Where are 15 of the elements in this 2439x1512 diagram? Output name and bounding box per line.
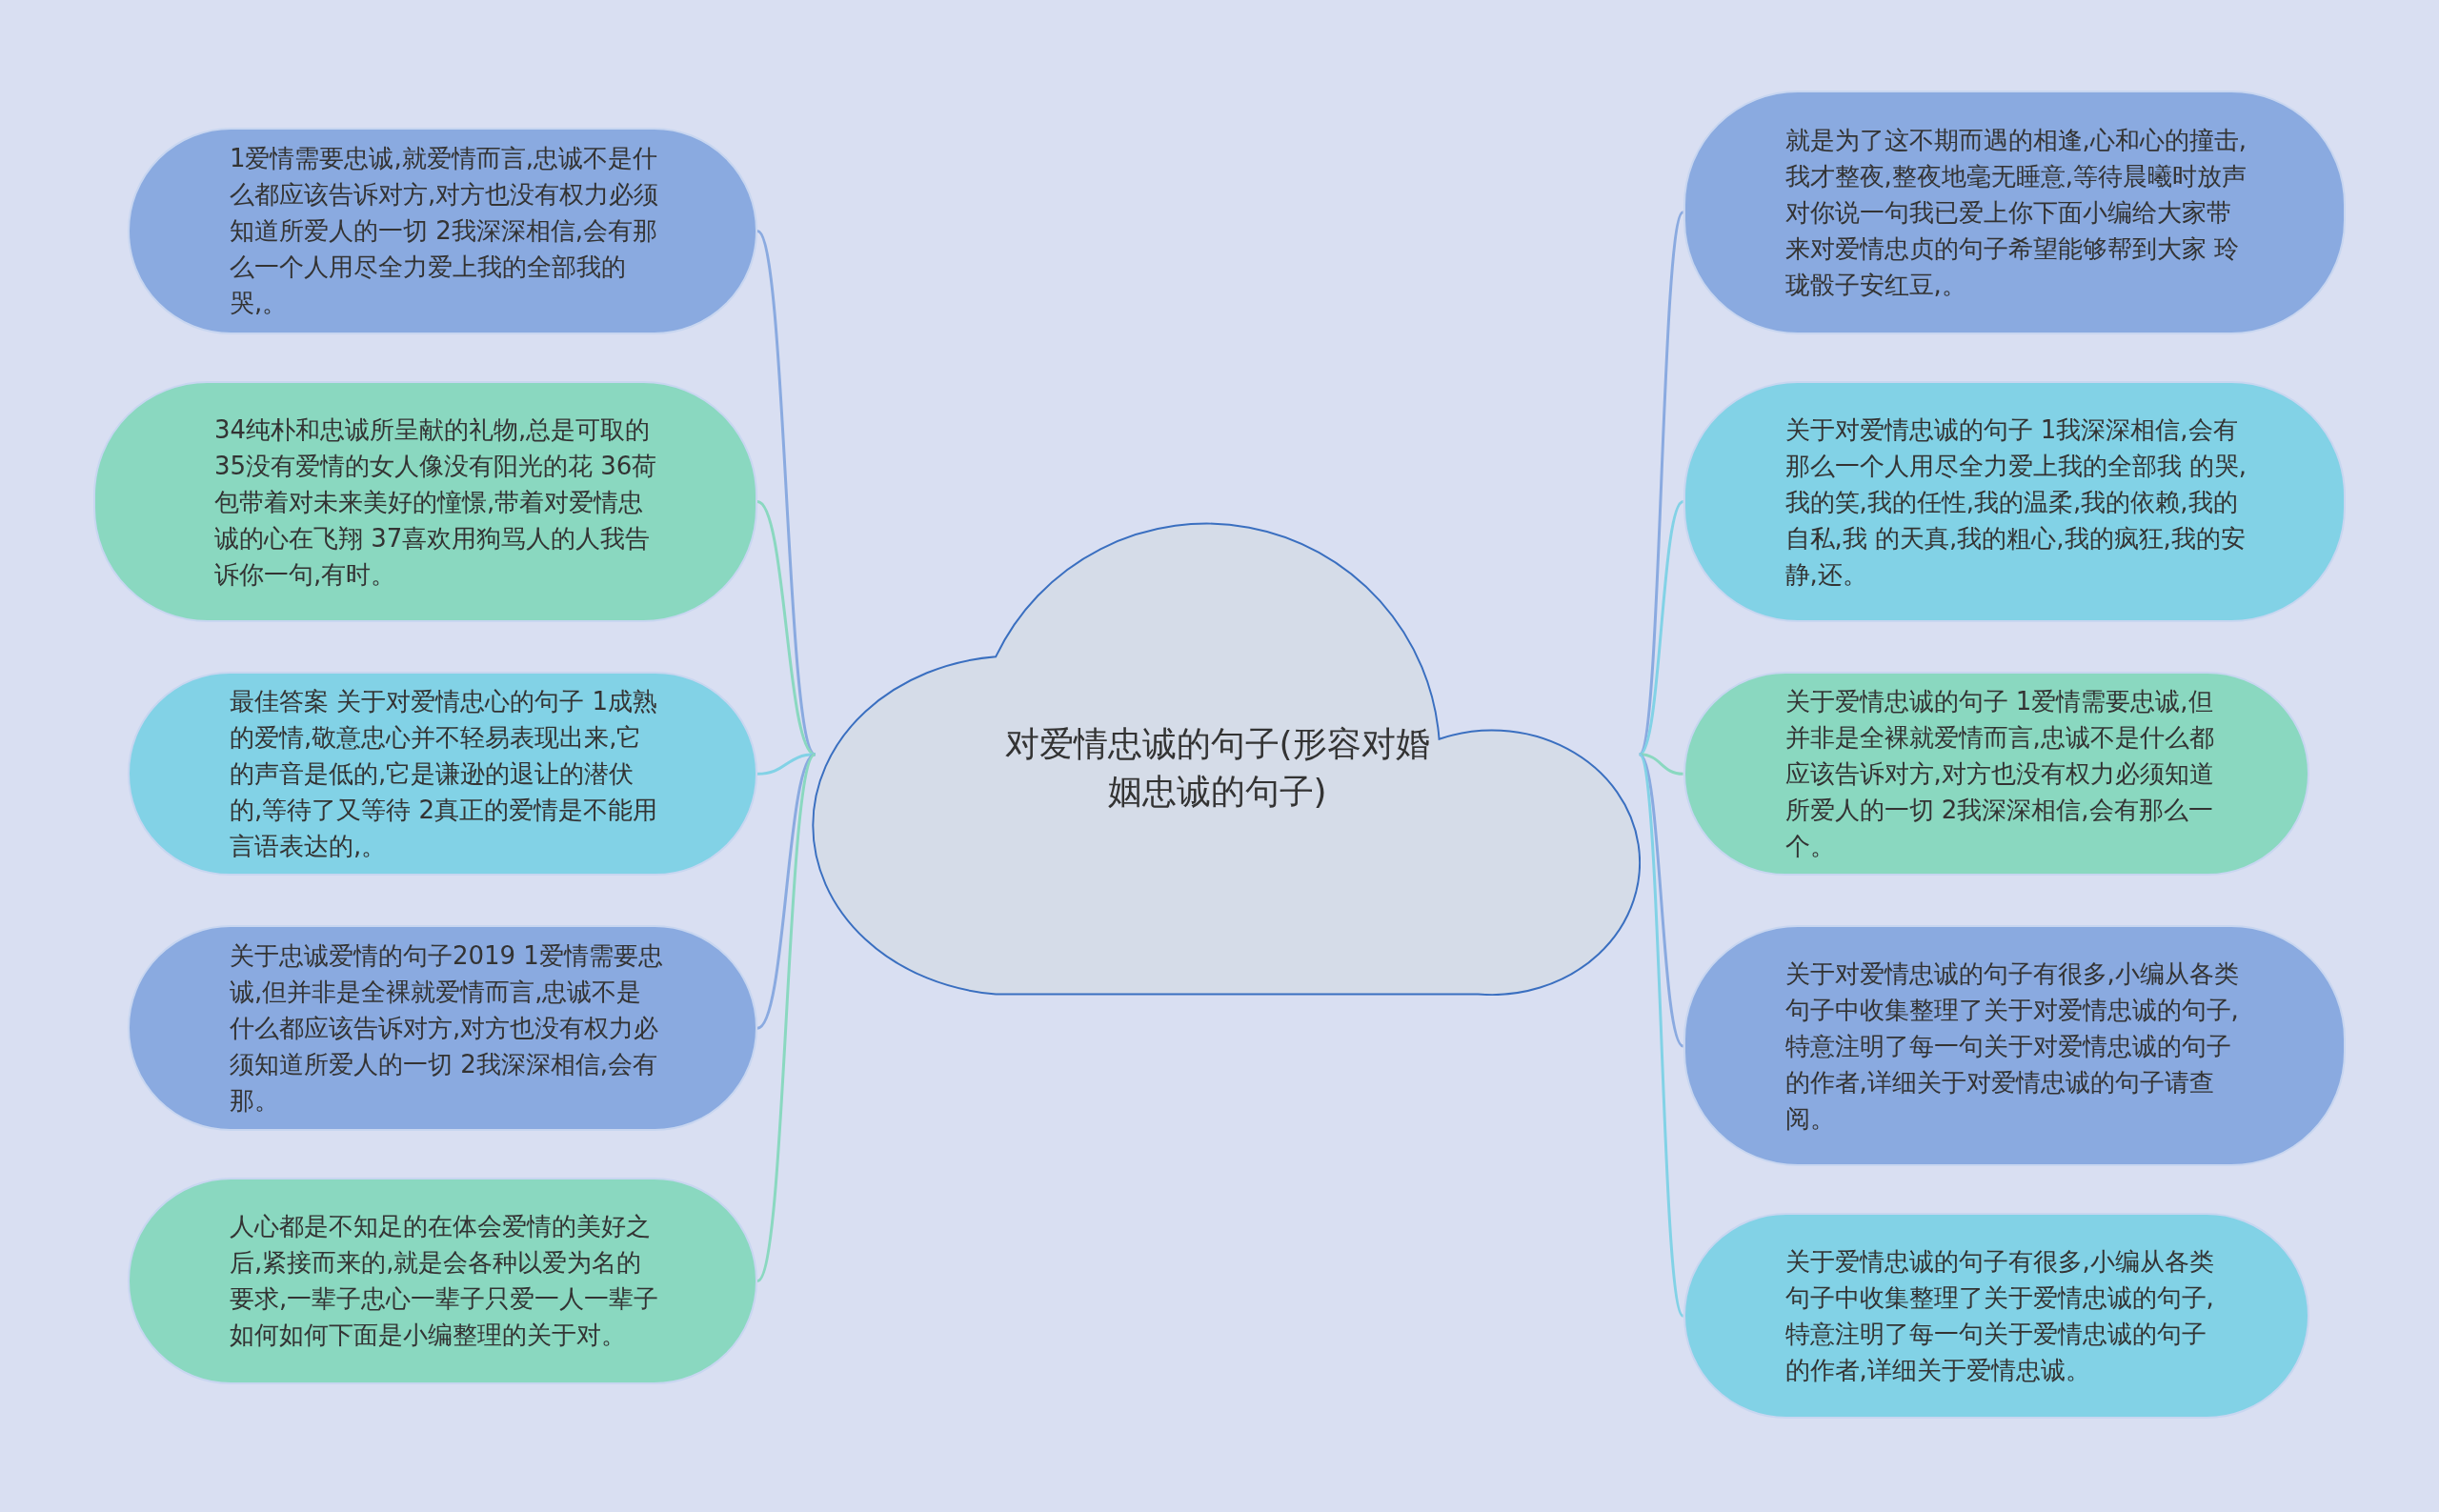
- node-text: 关于对爱情忠诚的句子有很多,小编从各类句子中收集整理了关于对爱情忠诚的句子,特意注明了每一句关于对爱情忠诚的句子的作者,详细关于对爱情忠诚的句子请查阅。: [1784, 958, 2240, 1135]
- node-text: 1爱情需要忠诚,就爱情而言,忠诚不是什么都应该告诉对方,对方也没有权力必须知道所爱人的一切 2我深深相信,会有那么一个人用尽全力爱上我的全部我的哭,。: [229, 143, 660, 320]
- node-text: 就是为了这不期而遇的相逢,心和心的撞击,我才整夜,整夜地毫无睡意,等待晨曦时放声对你说一句我已爱上你下面小编给大家带来对爱情忠贞的句子希望能够帮到大家 玲珑骰子安红豆,。: [1784, 124, 2248, 301]
- node-text: 关于对爱情忠诚的句子 1我深深相信,会有那么一个人用尽全力爱上我的全部我 的哭,我的笑,我的任性,我的温柔,我的依赖,我的自私,我 的天真,我的粗心,我的疯狂,我的安静,还。: [1784, 413, 2248, 591]
- node-text: 关于爱情忠诚的句子有很多,小编从各类句子中收集整理了关于爱情忠诚的句子,特意注明了每一句关于爱情忠诚的句子的作者,详细关于爱情忠诚。: [1784, 1246, 2215, 1387]
- connector-line: [1638, 754, 1684, 1317]
- node-text: 对爱情忠诚的句子(形容对婚姻忠诚的句子): [1003, 723, 1431, 814]
- connector-line: [757, 753, 816, 776]
- node-text: 34纯朴和忠诚所呈献的礼物,总是可取的 35没有爱情的女人像没有阳光的花 36荷包带着对未来美好的憧憬,带着对爱情忠诚的心在飞翔 37喜欢用狗骂人的人我告诉你一句,有时。: [213, 413, 658, 591]
- connector-line: [1638, 500, 1684, 756]
- connector-line: [1639, 753, 1683, 776]
- node-text: 关于爱情忠诚的句子 1爱情需要忠诚,但并非是全裸就爱情而言,忠诚不是什么都应该告诉对方,对方也没有权力必须知道所爱人的一切 2我深深相信,会有那么一个。: [1784, 686, 2215, 863]
- node-text: 人心都是不知足的在体会爱情的美好之后,紧接而来的,就是会各种以爱为名的要求,一辈子忠心一辈子只爱一人一辈子如何如何下面是小编整理的关于对。: [229, 1211, 660, 1352]
- node-text: 最佳答案 关于对爱情忠心的句子 1成熟的爱情,敬意忠心并不轻易表现出来,它的声音是低的,它是谦逊的退让的潜伏的,等待了又等待 2真正的爱情是不能用言语表达的,。: [229, 686, 658, 863]
- node-text: 关于忠诚爱情的句子2019 1爱情需要忠诚,但并非是全裸就爱情而言,忠诚不是什么都应该告诉对方,对方也没有权力必须知道所爱人的一切 2我深深相信,会有那。: [229, 940, 664, 1118]
